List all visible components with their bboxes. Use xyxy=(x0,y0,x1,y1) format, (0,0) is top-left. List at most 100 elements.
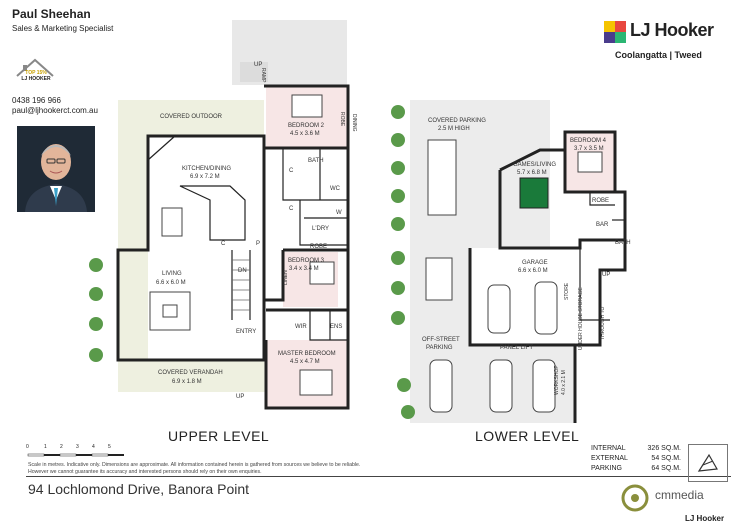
label-living-size: 6.6 x 6.0 M xyxy=(156,280,186,286)
divider xyxy=(26,476,731,477)
label-bath-lower: BATH xyxy=(615,240,631,246)
agent-name: Paul Sheehan xyxy=(12,7,91,21)
compass-icon xyxy=(688,444,728,482)
label-ens: ENS xyxy=(330,324,342,330)
label-living: LIVING xyxy=(162,271,182,277)
label-up-driveway: UP xyxy=(254,62,262,68)
label-bedroom-4-size: 3.7 x 3.5 M xyxy=(574,146,604,152)
lower-level-heading: LOWER LEVEL xyxy=(475,428,580,444)
pool-table xyxy=(519,177,549,209)
area-label: PARKING xyxy=(591,465,622,472)
area-row: INTERNAL 326 SQ.M. xyxy=(591,444,681,454)
brand-office: Coolangatta | Tweed xyxy=(615,50,702,60)
label-verandah-size: 6.9 x 1.8 M xyxy=(172,379,202,385)
cmmedia-logo-icon xyxy=(621,484,649,512)
label-bedroom-3: BEDROOM 3 xyxy=(288,258,325,264)
label-bath: BATH xyxy=(308,158,324,164)
label-entry: ENTRY xyxy=(236,329,256,335)
scale-tick: 4 xyxy=(92,444,95,450)
label-wir: WIR xyxy=(295,324,307,330)
scale-tick: 2 xyxy=(60,444,63,450)
stairs-upper xyxy=(232,259,250,311)
agent-title: Sales & Marketing Specialist xyxy=(12,24,114,33)
caravan xyxy=(427,139,457,216)
dining-table xyxy=(161,207,183,237)
label-c3: C xyxy=(221,241,226,247)
agent-email[interactable]: paul@ljhookerct.com.au xyxy=(12,106,98,115)
property-address: 94 Lochlomond Drive, Banora Point xyxy=(28,481,250,497)
area-label: INTERNAL xyxy=(591,445,626,452)
scale-bar xyxy=(27,453,124,457)
boat xyxy=(425,257,453,301)
label-laundry: L'DRY xyxy=(312,226,329,232)
label-bedroom-3-size: 3.4 x 3.4 M xyxy=(289,266,319,272)
label-covered-outdoor: COVERED OUTDOOR xyxy=(160,114,223,120)
area-label: EXTERNAL xyxy=(591,455,628,462)
label-robe-lower: ROBE xyxy=(592,198,609,204)
garden-shrubs xyxy=(89,105,415,419)
label-garage-size: 6.6 x 6.0 M xyxy=(518,268,548,274)
scale-ticks: 0 1 2 3 4 5 xyxy=(26,444,126,452)
lj-hooker-logo-icon xyxy=(604,21,626,43)
scale-tick: 5 xyxy=(108,444,111,450)
award-badge-icon xyxy=(16,58,54,77)
photographer-name: cmmedia xyxy=(655,488,704,502)
label-games-size: 5.7 x 6.8 M xyxy=(517,170,547,176)
label-linen: LINEN xyxy=(283,270,289,285)
label-kitchen: KITCHEN/DINING xyxy=(182,166,231,172)
area-row: PARKING 64 SQ.M. xyxy=(591,464,681,474)
lower-level-plan xyxy=(410,100,627,423)
label-p: P xyxy=(256,241,260,247)
bed-4 xyxy=(577,151,603,173)
scale-tick: 3 xyxy=(76,444,79,450)
label-workshop: WORKSHOP xyxy=(554,365,560,395)
label-c1: C xyxy=(289,168,294,174)
label-games: GAMES/LIVING xyxy=(513,162,556,168)
scale-tick: 0 xyxy=(26,444,29,450)
scale-tick: 1 xyxy=(44,444,47,450)
label-under-house-storage: UNDER HOUSE STORAGE xyxy=(578,287,584,350)
agent-photo xyxy=(17,126,95,212)
bed-2 xyxy=(291,94,323,118)
label-verandah: COVERED VERANDAH xyxy=(158,370,223,376)
bed-3 xyxy=(309,261,335,285)
award-line-1: TOP 15% xyxy=(25,70,47,76)
label-offstreet-2: PARKING xyxy=(426,345,453,351)
label-ramp: RAMP xyxy=(260,68,266,83)
label-covered-parking-height: 2.5 M HIGH xyxy=(438,126,470,132)
label-robe-upper: ROBE xyxy=(310,244,327,250)
label-store: STORE xyxy=(564,282,570,300)
label-bar: BAR xyxy=(596,222,609,228)
label-through-to: THROUGH TO xyxy=(600,306,606,340)
upper-level-heading: UPPER LEVEL xyxy=(168,428,270,444)
master-bed xyxy=(299,369,333,396)
label-bedroom-2-size: 4.5 x 3.6 M xyxy=(290,131,320,137)
label-workshop-size: 4.0 x 2.1 M xyxy=(561,370,567,395)
label-offstreet: OFF-STREET xyxy=(422,337,460,343)
label-bedroom-4: BEDROOM 4 xyxy=(570,138,607,144)
award-line-2: LJ HOOKER xyxy=(21,76,51,82)
upper-level-plan xyxy=(116,20,350,410)
label-up-lower: UP xyxy=(602,272,610,278)
label-robe-bed2: ROBE xyxy=(339,112,345,127)
label-c2: C xyxy=(289,206,294,212)
label-bedroom-2: BEDROOM 2 xyxy=(288,123,325,129)
label-w: W xyxy=(336,210,342,216)
label-wc: WC xyxy=(330,186,341,192)
award-text: TOP 15% LJ HOOKER xyxy=(12,70,60,82)
label-garage: GARAGE xyxy=(522,260,548,266)
area-value: 326 SQ.M. xyxy=(647,445,681,452)
lounge-furniture xyxy=(149,291,191,331)
label-dining-side: DINING xyxy=(351,114,357,132)
label-up-verandah: UP xyxy=(236,394,244,400)
area-value: 64 SQ.M. xyxy=(651,465,681,472)
label-covered-parking: COVERED PARKING xyxy=(428,118,486,124)
disclaimer-text: Scale in metres. Indicative only. Dimens… xyxy=(28,462,361,475)
agent-phone[interactable]: 0438 196 966 xyxy=(12,96,61,105)
agent-portrait-icon xyxy=(17,126,95,212)
label-master-bedroom: MASTER BEDROOM xyxy=(278,351,336,357)
covered-verandah-area xyxy=(118,360,268,392)
